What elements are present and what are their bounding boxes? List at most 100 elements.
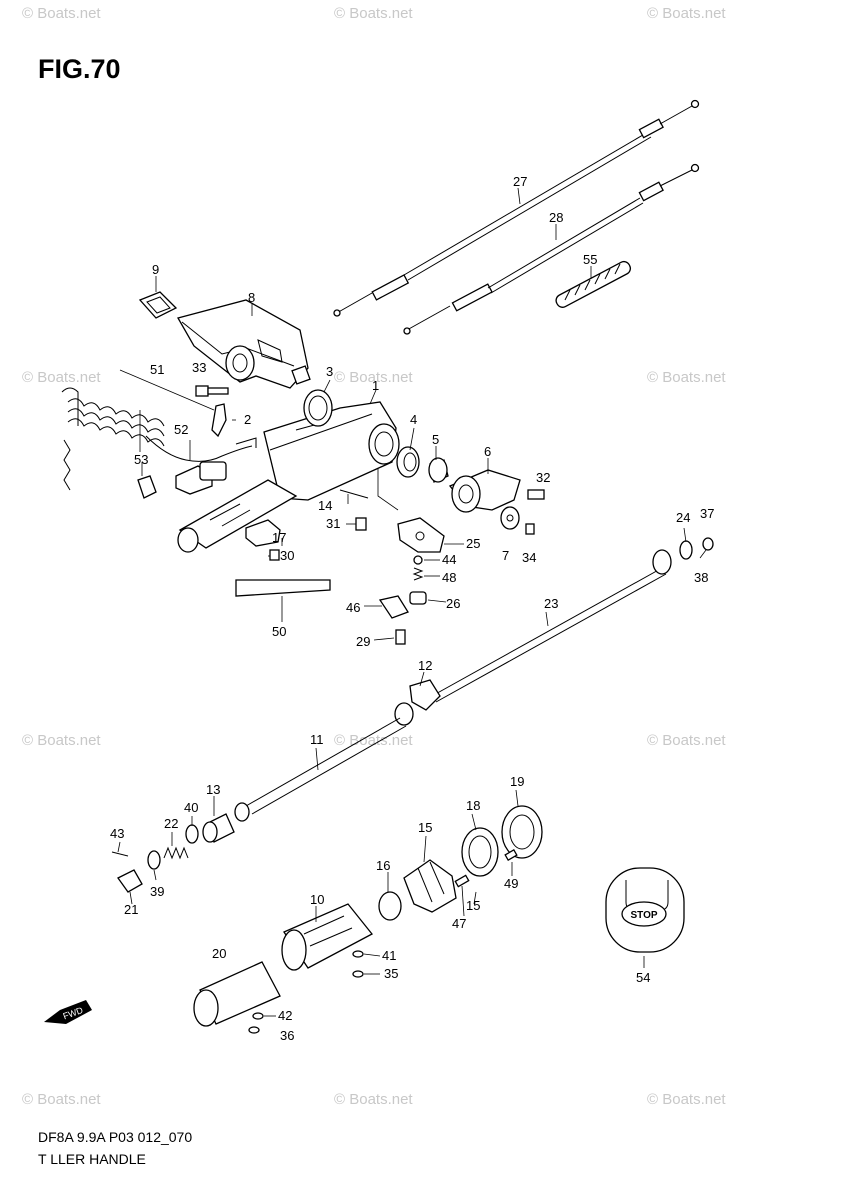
- clip-53[interactable]: [137, 475, 157, 499]
- callout-40: 40: [184, 800, 198, 815]
- callout-1: 1: [372, 378, 379, 393]
- spring-22[interactable]: [163, 846, 189, 860]
- decal-50[interactable]: [235, 579, 331, 597]
- washer-39[interactable]: [147, 850, 161, 870]
- watermark: © Boats.net: [647, 732, 726, 749]
- callout-48: 48: [442, 570, 456, 585]
- callout-43: 43: [110, 826, 124, 841]
- shaft-23[interactable]: [431, 549, 672, 703]
- screw-41[interactable]: [352, 950, 364, 958]
- callout-labels: 27 28 55 9 8 51 33 3 1 2 52 4 5 6 53 32 …: [110, 174, 714, 1043]
- bushing-5[interactable]: [428, 457, 449, 483]
- screw-42[interactable]: [252, 1012, 264, 1020]
- watermark: © Boats.net: [22, 5, 101, 22]
- callout-42: 42: [278, 1008, 292, 1023]
- plate-18[interactable]: [461, 827, 499, 877]
- grip-housing-15[interactable]: [403, 859, 457, 913]
- callout-18: 18: [466, 798, 480, 813]
- watermark: © Boats.net: [22, 732, 101, 749]
- seal-9[interactable]: [138, 291, 178, 319]
- figure-code: DF8A 9.9A P03 012_070: [38, 1129, 192, 1145]
- callout-33: 33: [192, 360, 206, 375]
- nut-37[interactable]: [702, 537, 714, 551]
- callout-25: 25: [466, 536, 480, 551]
- pin-14[interactable]: [339, 489, 369, 499]
- screw-34[interactable]: [525, 523, 535, 535]
- clip-2[interactable]: [211, 403, 227, 438]
- callout-44: 44: [442, 552, 456, 567]
- grip-sleeve-10[interactable]: [281, 903, 373, 971]
- watermark: © Boats.net: [334, 369, 413, 386]
- washer-24[interactable]: [679, 540, 693, 560]
- spring-48[interactable]: [412, 567, 424, 581]
- tiller-bracket-8[interactable]: [177, 299, 311, 389]
- cable-27[interactable]: [333, 99, 700, 317]
- callout-23: 23: [544, 596, 558, 611]
- callout-50: 50: [272, 624, 286, 639]
- callout-52: 52: [174, 422, 188, 437]
- callout-49: 49: [504, 876, 518, 891]
- screw-30[interactable]: [269, 549, 280, 561]
- cable-28[interactable]: [403, 163, 700, 335]
- ball-44[interactable]: [413, 555, 423, 565]
- stop-switch-52[interactable]: [145, 435, 257, 495]
- bushing-16[interactable]: [378, 891, 402, 921]
- leader-lines: [117, 187, 707, 1017]
- pin-43[interactable]: [111, 851, 129, 857]
- callout-15b: 15: [466, 898, 480, 913]
- callout-7: 7: [502, 548, 509, 563]
- callout-21: 21: [124, 902, 138, 917]
- bolt-32[interactable]: [527, 489, 545, 500]
- collar-13[interactable]: [202, 813, 235, 843]
- grip-20[interactable]: [193, 961, 281, 1027]
- rod-11[interactable]: [234, 702, 414, 822]
- plate-19[interactable]: [501, 805, 543, 859]
- callout-41: 41: [382, 948, 396, 963]
- washer-40[interactable]: [185, 824, 199, 844]
- callout-14: 14: [318, 498, 332, 513]
- callout-29: 29: [356, 634, 370, 649]
- figure-name: T LLER HANDLE: [38, 1151, 146, 1167]
- callout-53: 53: [134, 452, 148, 467]
- seal-4[interactable]: [396, 446, 420, 478]
- screw-47[interactable]: [454, 874, 470, 888]
- callout-3: 3: [326, 364, 333, 379]
- friction-plate-25[interactable]: [377, 468, 445, 553]
- bolt-33[interactable]: [195, 385, 229, 397]
- callout-34: 34: [522, 550, 536, 565]
- cap-21[interactable]: [117, 869, 143, 893]
- callout-2: 2: [244, 412, 251, 427]
- watermark: © Boats.net: [22, 1091, 101, 1108]
- bushing-3[interactable]: [303, 389, 333, 427]
- clamp-17[interactable]: [245, 519, 281, 547]
- callout-22: 22: [164, 816, 178, 831]
- bolt-31[interactable]: [355, 517, 367, 531]
- callout-38: 38: [694, 570, 708, 585]
- figure-title: FIG.70: [38, 54, 121, 84]
- grommet-55[interactable]: [554, 259, 633, 309]
- guide-12[interactable]: [409, 679, 441, 711]
- stop-decal-54[interactable]: STOP: [605, 867, 685, 953]
- holder-6[interactable]: [448, 469, 521, 513]
- callout-10: 10: [310, 892, 324, 907]
- callout-24: 24: [676, 510, 690, 525]
- callout-11: 11: [310, 732, 324, 747]
- callout-54: 54: [636, 970, 650, 985]
- stop-switch-cord-51[interactable]: [61, 387, 165, 491]
- stop-label: STOP: [630, 910, 657, 921]
- screw-49[interactable]: [504, 849, 518, 861]
- callout-12: 12: [418, 658, 432, 673]
- callout-39: 39: [150, 884, 164, 899]
- bracket-46[interactable]: [378, 595, 409, 619]
- watermark: © Boats.net: [647, 1091, 726, 1108]
- callout-5: 5: [432, 432, 439, 447]
- screw-35[interactable]: [352, 970, 364, 978]
- callout-55: 55: [583, 252, 597, 267]
- washer-7[interactable]: [500, 506, 520, 530]
- screw-26[interactable]: [409, 591, 427, 605]
- screw-36[interactable]: [248, 1026, 260, 1034]
- callout-20: 20: [212, 946, 226, 961]
- callout-37: 37: [700, 506, 714, 521]
- bolt-29[interactable]: [395, 629, 406, 645]
- tiller-handle-1[interactable]: [177, 401, 400, 553]
